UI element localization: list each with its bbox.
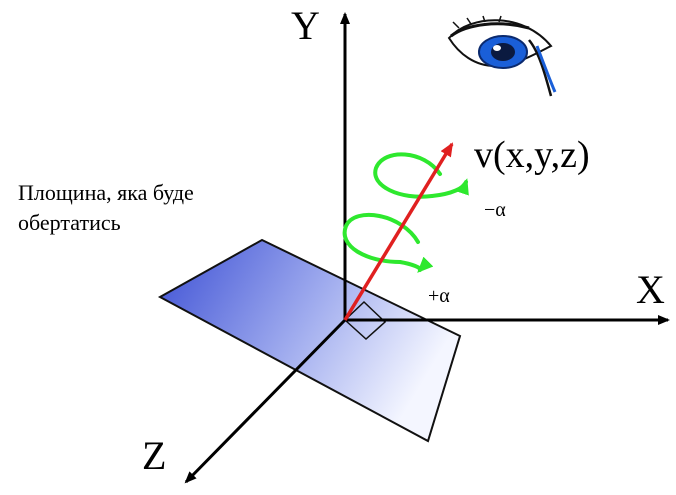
plane-label: Площина, яка буде обертатись bbox=[18, 180, 194, 235]
vector-label: v(x,y,z) bbox=[474, 134, 590, 176]
negative-angle-label: −α bbox=[484, 199, 506, 221]
rotating-plane bbox=[157, 238, 462, 443]
rotation-arrow-negative bbox=[430, 178, 469, 198]
y-axis-label: Y bbox=[291, 3, 320, 48]
eye-icon bbox=[447, 15, 557, 97]
rotation-arrows bbox=[342, 152, 442, 264]
x-axis-label: X bbox=[636, 267, 665, 312]
z-axis-label: Z bbox=[142, 433, 167, 478]
positive-angle-label: +α bbox=[428, 285, 450, 307]
vector-arrow bbox=[343, 142, 454, 321]
z-axis bbox=[184, 318, 347, 484]
right-angle-marker bbox=[344, 300, 387, 341]
rotation-arrow-positive bbox=[398, 256, 434, 273]
